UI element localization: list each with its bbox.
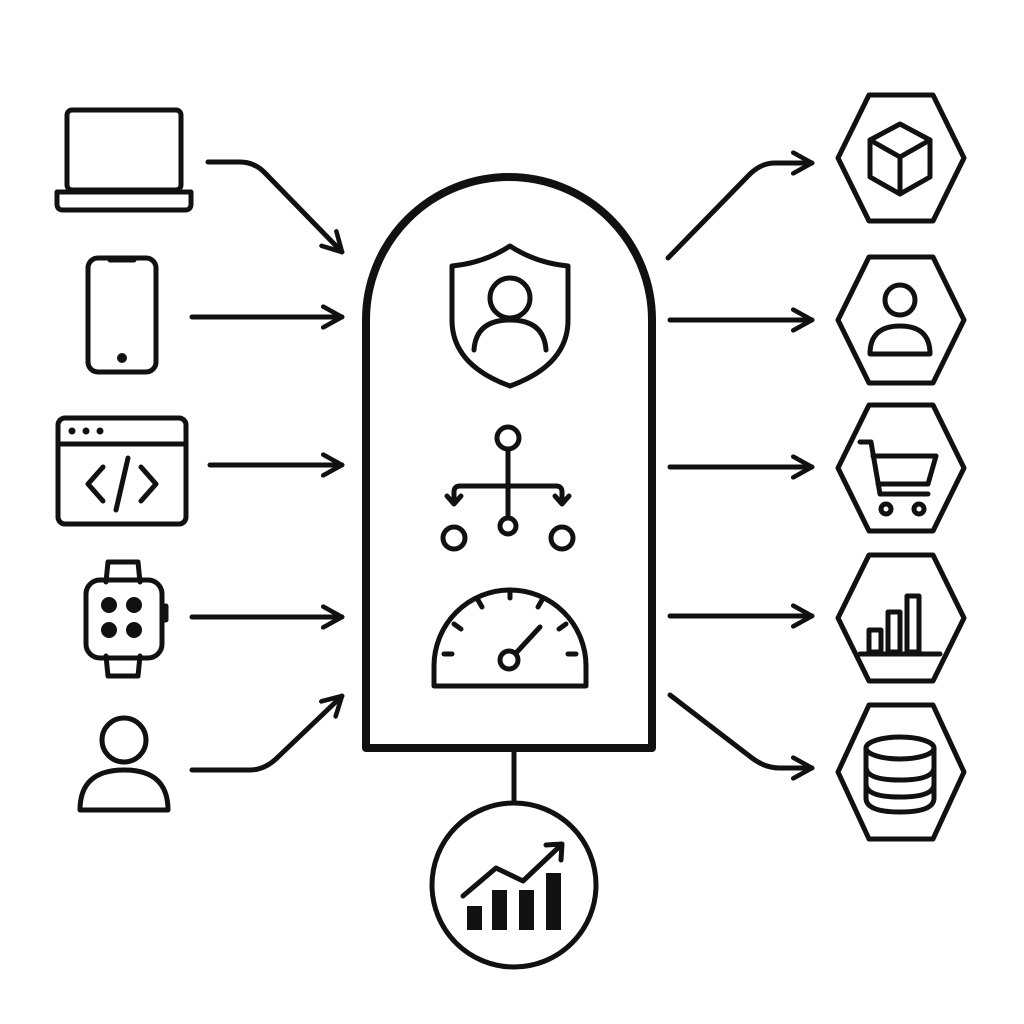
- laptop-icon: [54, 107, 194, 213]
- browser-code-icon: [55, 415, 189, 527]
- user-icon: [77, 715, 171, 813]
- bar-chart-icon: [857, 593, 943, 657]
- shopping-cart-icon: [857, 439, 939, 517]
- cart-service-node: [835, 402, 967, 534]
- arrow-gateway-to-database: [667, 692, 815, 768]
- product-service-node: [835, 92, 967, 224]
- incoming-arrows: [189, 159, 345, 773]
- smartwatch-icon: [83, 559, 169, 679]
- database-service-node: [835, 702, 967, 842]
- routing-icon: [440, 424, 576, 552]
- user-icon: [867, 282, 933, 357]
- arrow-user-to-gateway: [189, 693, 345, 773]
- gauge-icon: [431, 587, 589, 689]
- user-service-node: [835, 254, 967, 386]
- analytics-service-node: [835, 552, 967, 684]
- arrow-laptop-to-gateway: [205, 159, 345, 255]
- shield-user-icon: [449, 243, 571, 389]
- arrow-gateway-to-product: [665, 163, 815, 261]
- api-gateway: [362, 173, 656, 752]
- cube-icon: [867, 121, 933, 197]
- database-icon: [863, 734, 937, 815]
- smartphone-icon: [85, 255, 159, 375]
- monitoring-node: [429, 800, 599, 970]
- trend-chart-icon: [460, 841, 565, 930]
- outgoing-arrows: [665, 163, 815, 768]
